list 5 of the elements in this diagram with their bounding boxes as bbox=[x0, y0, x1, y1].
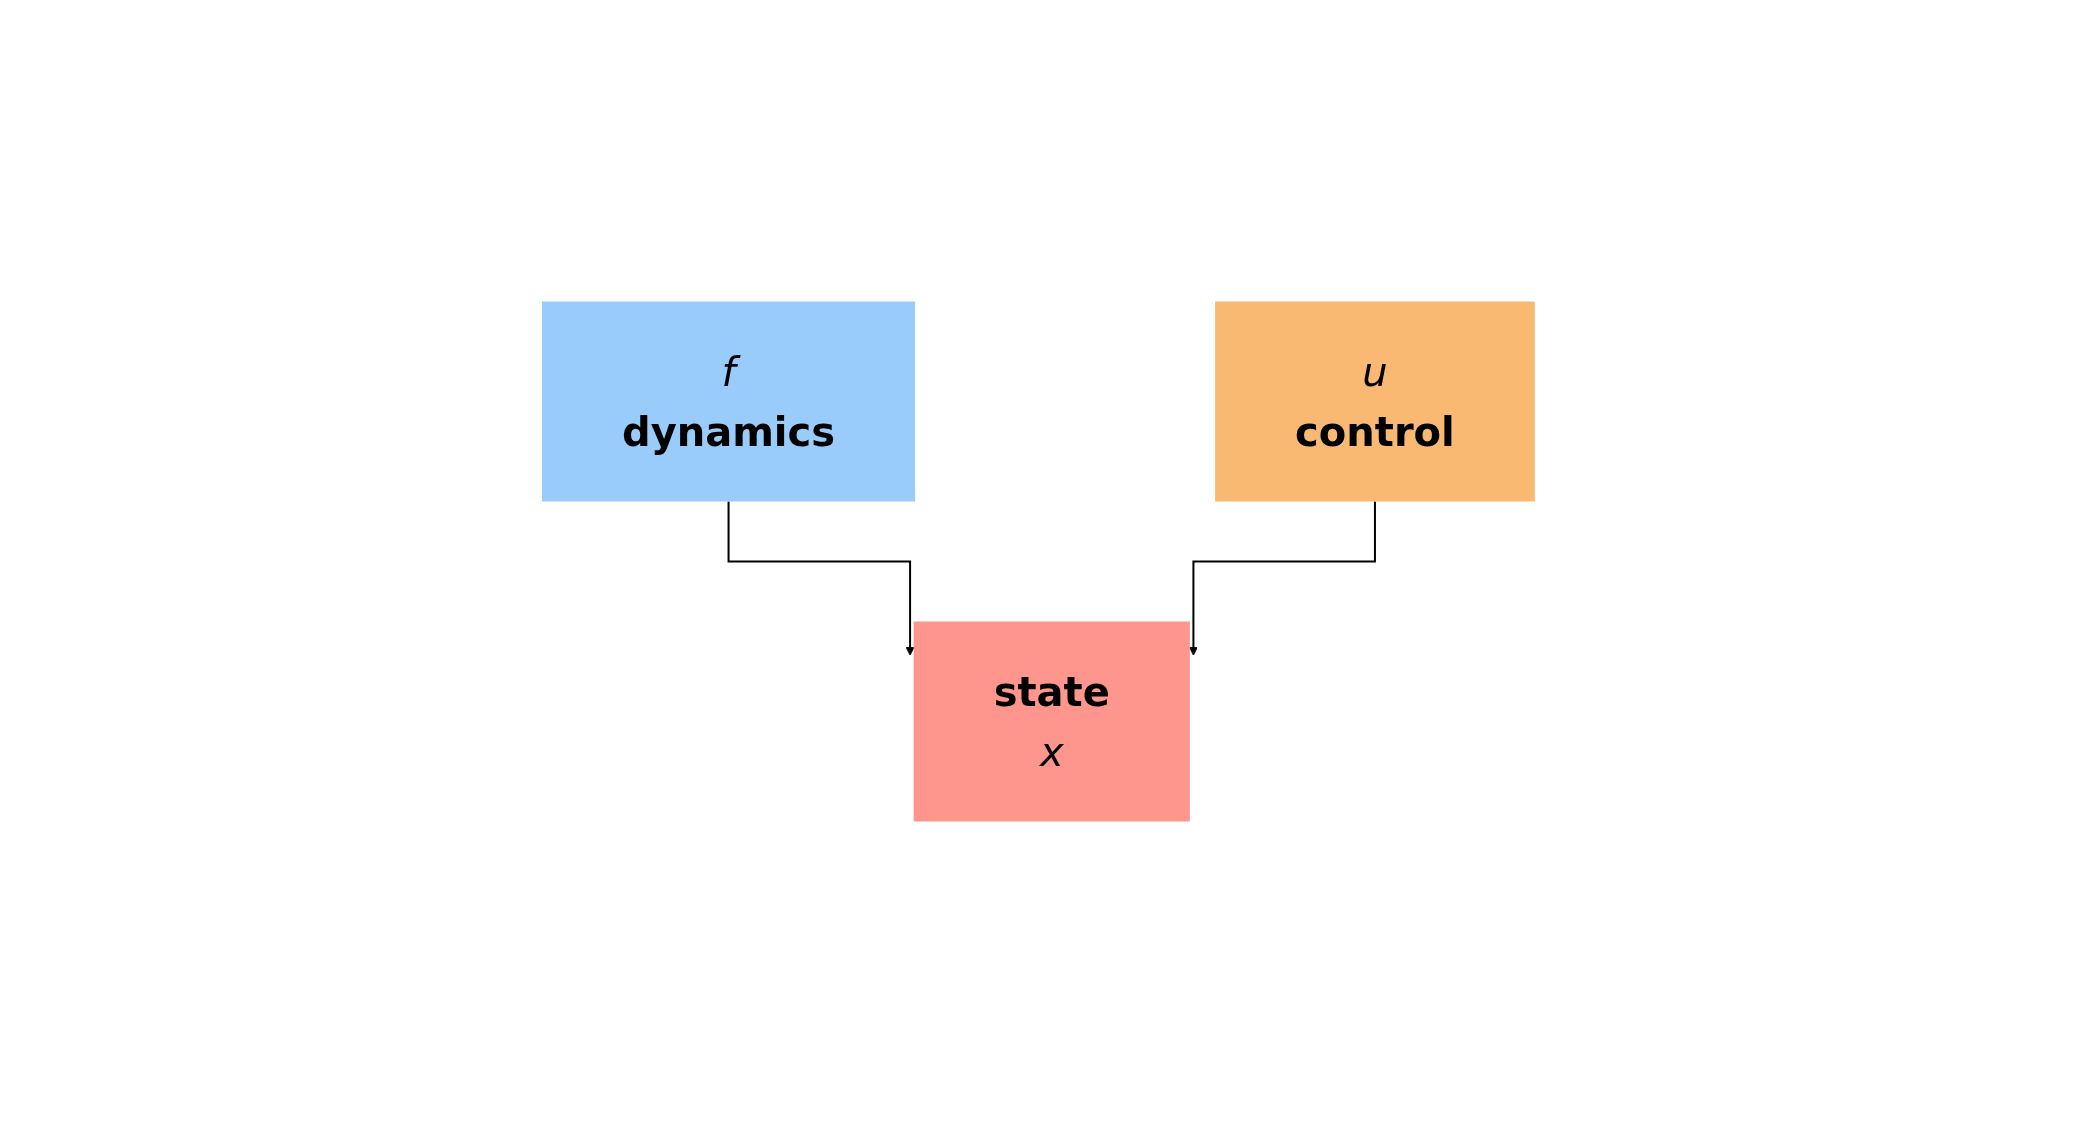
node-box: f dynamics bbox=[541, 301, 915, 502]
node-box: u control bbox=[1214, 301, 1535, 502]
arrow bbox=[727, 500, 915, 656]
node-box: state x bbox=[913, 621, 1190, 822]
arrow bbox=[1188, 500, 1376, 656]
